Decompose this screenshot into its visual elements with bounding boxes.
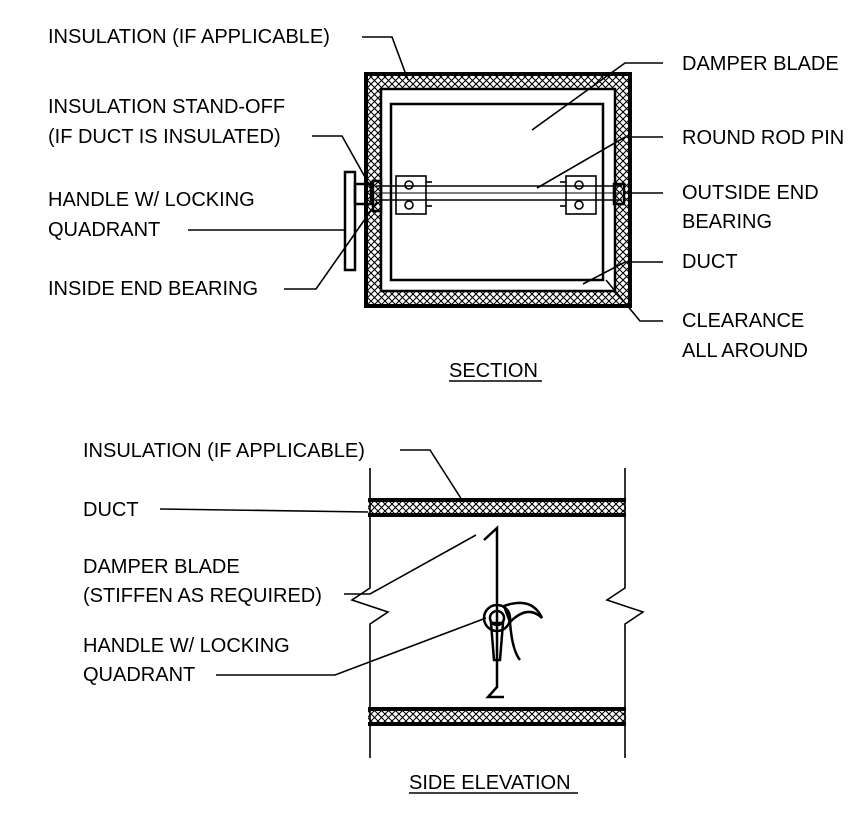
leader-elev-duct [159, 508, 369, 513]
label-round-rod: ROUND ROD PIN [682, 127, 844, 149]
label-handle-1: HANDLE W/ LOCKING [48, 189, 255, 211]
label-standoff-2: (IF DUCT IS INSULATED) [48, 126, 281, 148]
elev-damper-blade [483, 525, 504, 699]
label-elev-insulation: INSULATION (IF APPLICABLE) [83, 440, 365, 462]
leader-round-rod [536, 136, 663, 189]
elevation-title: SIDE ELEVATION [409, 772, 571, 794]
section-inside-end-bearing [371, 179, 383, 213]
elev-left-break [350, 468, 390, 758]
label-elev-duct: DUCT [83, 499, 139, 521]
label-damper-blade: DAMPER BLADE [682, 53, 839, 75]
section-insulation [366, 74, 630, 306]
label-standoff-1: INSULATION STAND-OFF [48, 96, 285, 118]
leader-standoff [312, 135, 371, 187]
elevation-leaders [159, 449, 487, 676]
label-insulation-top: INSULATION (IF APPLICABLE) [48, 26, 330, 48]
label-duct: DUCT [682, 251, 738, 273]
side-elevation-view [350, 468, 645, 758]
section-labels: INSULATION (IF APPLICABLE) INSULATION ST… [48, 26, 844, 382]
leader-clearance [605, 279, 663, 322]
label-outside-bearing-1: OUTSIDE END [682, 182, 819, 204]
elev-right-break [605, 468, 645, 758]
section-duct [379, 87, 617, 293]
section-insulation-outer [364, 72, 632, 308]
label-clearance-2: ALL AROUND [682, 340, 808, 362]
label-clearance-1: CLEARANCE [682, 310, 804, 332]
leader-damper-blade [531, 62, 663, 131]
label-elev-handle-1: HANDLE W/ LOCKING [83, 635, 290, 657]
section-outside-end-bearing [612, 182, 626, 206]
leader-elev-insulation [400, 449, 463, 501]
label-inside-bearing: INSIDE END BEARING [48, 278, 258, 300]
leader-elev-handle [216, 617, 487, 676]
section-right-bracket [560, 175, 597, 215]
section-left-bracket [395, 175, 432, 215]
section-handle [343, 170, 357, 272]
leader-insulation-top [362, 36, 409, 81]
elev-top-insulation [368, 500, 626, 515]
section-damper-blade [389, 102, 605, 282]
leader-elev-blade [344, 534, 477, 595]
section-view [343, 72, 632, 308]
label-elev-blade-2: (STIFFEN AS REQUIRED) [83, 585, 322, 607]
leader-inside-bearing [284, 201, 378, 290]
elev-handle-quadrant [482, 601, 544, 662]
label-outside-bearing-2: BEARING [682, 211, 772, 233]
section-leaders [188, 36, 663, 322]
label-handle-2: QUADRANT [48, 219, 160, 241]
label-elev-blade-1: DAMPER BLADE [83, 556, 240, 578]
label-elev-handle-2: QUADRANT [83, 664, 195, 686]
leader-duct [582, 261, 663, 285]
elevation-labels: INSULATION (IF APPLICABLE) DUCT DAMPER B… [83, 440, 578, 794]
section-title: SECTION [449, 360, 538, 382]
elev-bottom-insulation [368, 709, 626, 724]
